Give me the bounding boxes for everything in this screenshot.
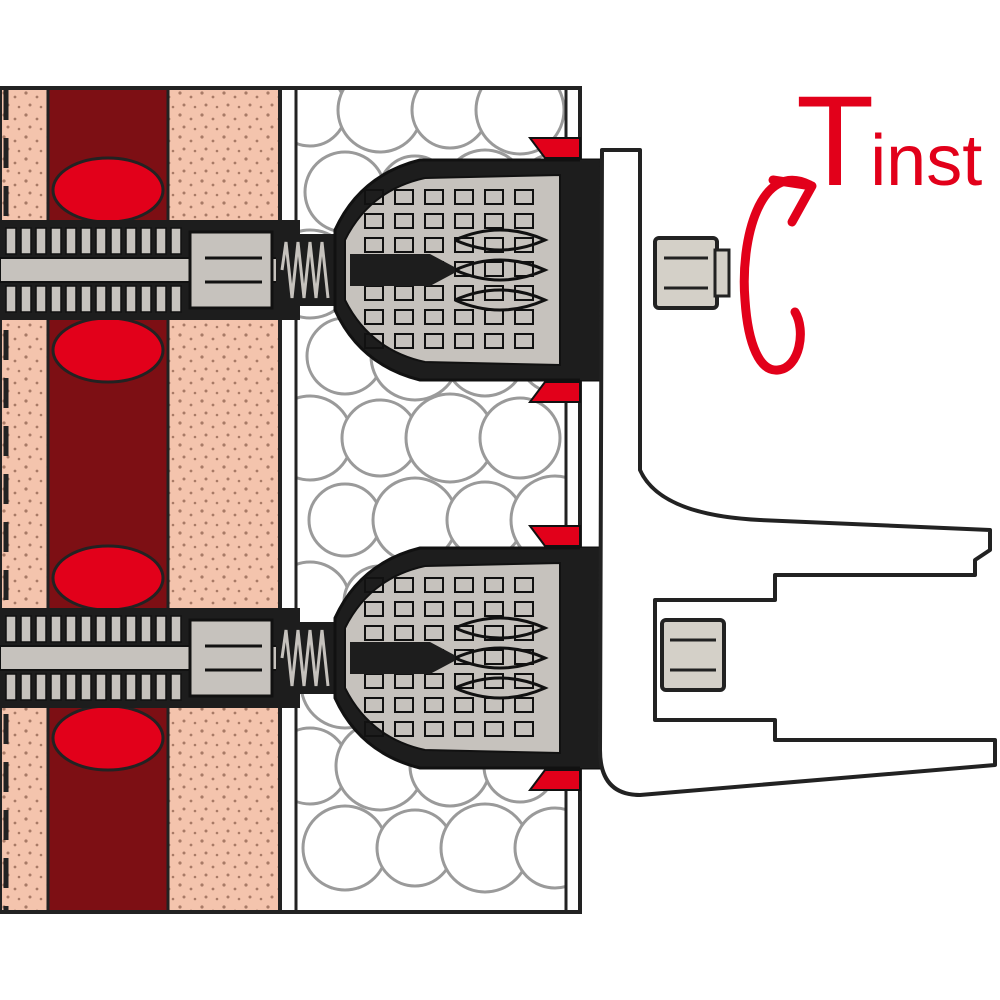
anchor-lower <box>0 525 602 791</box>
hex-nut-icon <box>713 248 731 298</box>
curved-arrow-icon <box>739 175 817 375</box>
torque-symbol: T <box>796 70 875 213</box>
hex-nut-icon <box>660 618 726 692</box>
torque-label: Tinst <box>796 78 982 206</box>
bracket-bolt-upper <box>653 236 731 310</box>
torque-subscript: inst <box>870 121 983 201</box>
bracket-bolt-lower <box>660 618 726 692</box>
anchor-upper <box>0 137 602 403</box>
mounting-bracket <box>598 148 997 797</box>
